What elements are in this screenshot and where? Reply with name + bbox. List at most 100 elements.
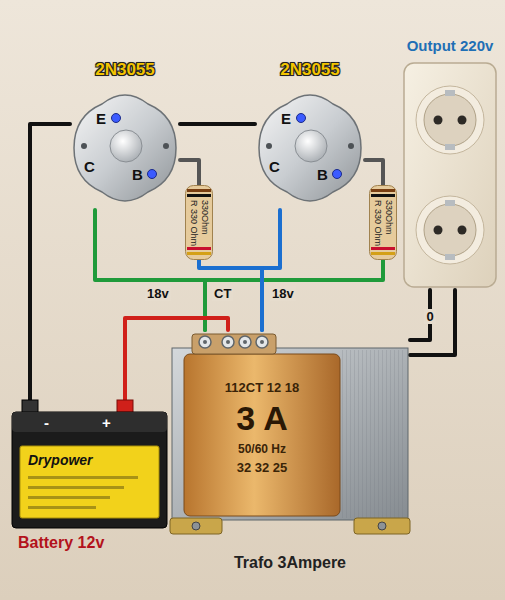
part-number: 2N3055 [70,60,180,80]
to3-case [259,95,361,201]
transformer-heading: Trafo 3Ampere [170,554,410,572]
voltage-tap-label: 18v [270,286,296,301]
polarity-mark: + [102,414,111,431]
transformer: 112CT 12 18 3 A 50/60 Hz 32 32 25 Trafo 3Amp… [170,330,410,580]
socket-hole [434,116,443,125]
socket-hole [458,116,467,125]
wire [180,122,255,126]
color-band [187,189,211,192]
battery-label [20,446,159,518]
battery-heading: Battery 12v [18,534,104,552]
solder-lug [256,336,268,348]
part-number: 2N3055 [255,60,365,80]
mounting-foot [354,518,410,534]
resistor-body [186,186,213,260]
mounting-hole [266,143,272,149]
output-heading: Output 220v [400,37,500,54]
lamination-lines [342,350,406,518]
wire [262,210,280,330]
socket-plate [404,63,496,287]
wire [365,160,383,185]
foot-bolt [192,522,200,530]
resistor-label-group: R 330 Ohm330Ohm [185,199,213,245]
voltage-tap-label: CT [212,286,233,301]
resistor-value: R 330 Ohm [373,199,383,245]
socket-cup [424,204,476,256]
color-band [371,247,395,250]
transistor-outline [70,58,180,210]
wire [410,290,455,355]
brand-name: Drypower [28,452,93,468]
current-rating: 3 A [236,399,288,438]
solder-lug [239,336,251,348]
resistor-value: 330Ohm [200,199,210,245]
lug-hole [203,340,207,344]
label-print [28,486,124,489]
mounting-hole [81,143,87,149]
foot-bolt [378,522,386,530]
wire [180,160,199,185]
transistor: 2N3055E C B [255,58,365,210]
pin-dot [333,170,342,179]
copper-coil [184,354,340,516]
winding-spec: 112CT 12 18 [225,380,299,395]
wire [30,124,70,400]
battery-case [12,412,167,528]
transformer-outline [170,330,410,580]
label-print [28,476,138,479]
winding-spec: 32 32 25 [237,460,288,475]
laminated-core [172,348,408,520]
pin-dot [112,114,121,123]
terminal-board [192,334,276,354]
wire-label: 0 [424,309,435,324]
pin-name: E [281,110,291,127]
pin-name: B [317,166,328,183]
label-print [28,506,96,509]
color-band [187,247,211,250]
earth-clip [445,200,455,206]
mounting-hole [163,143,169,149]
pin-dot [297,114,306,123]
lug-hole [243,340,247,344]
pin-name: C [269,158,280,175]
socket-hole [458,226,467,235]
resistor-value: 330Ohm [384,199,394,245]
battery: Drypower - + Battery 12v [12,400,167,560]
resistor: R 330 Ohm330Ohm [369,185,397,260]
mounting-hole [348,143,354,149]
resistor: R 330 Ohm330Ohm [185,185,213,260]
earth-clip [445,90,455,96]
to3-dome [295,130,327,162]
transistor: 2N3055E C B [70,58,180,210]
lug-hole [260,340,264,344]
resistor-label-group: R 330 Ohm330Ohm [369,199,397,245]
pin-name: B [132,166,143,183]
pin-name: C [84,158,95,175]
mounting-foot [170,518,222,534]
color-band [187,194,211,197]
label-print [28,496,110,499]
socket-ring [416,196,484,264]
solder-lug [222,336,234,348]
polarity-mark: - [44,414,49,431]
lug-hole [226,340,230,344]
color-band [371,189,395,192]
to3-dome [110,130,142,162]
socket-hole [434,226,443,235]
wire [205,260,383,330]
color-band [371,252,395,255]
resistor-body [370,186,397,260]
earth-clip [445,254,455,260]
socket-outlet: Output 220v [400,35,500,290]
coil-label-group: 112CT 12 18 3 A 50/60 Hz 32 32 25 [184,380,340,475]
solder-lug [199,336,211,348]
to3-case [74,95,176,201]
pin-name: E [96,110,106,127]
pin-dot [148,170,157,179]
frequency-rating: 50/60 Hz [238,442,286,456]
color-band [187,252,211,255]
socket-ring [416,86,484,154]
socket-outlet-outline [400,35,500,290]
